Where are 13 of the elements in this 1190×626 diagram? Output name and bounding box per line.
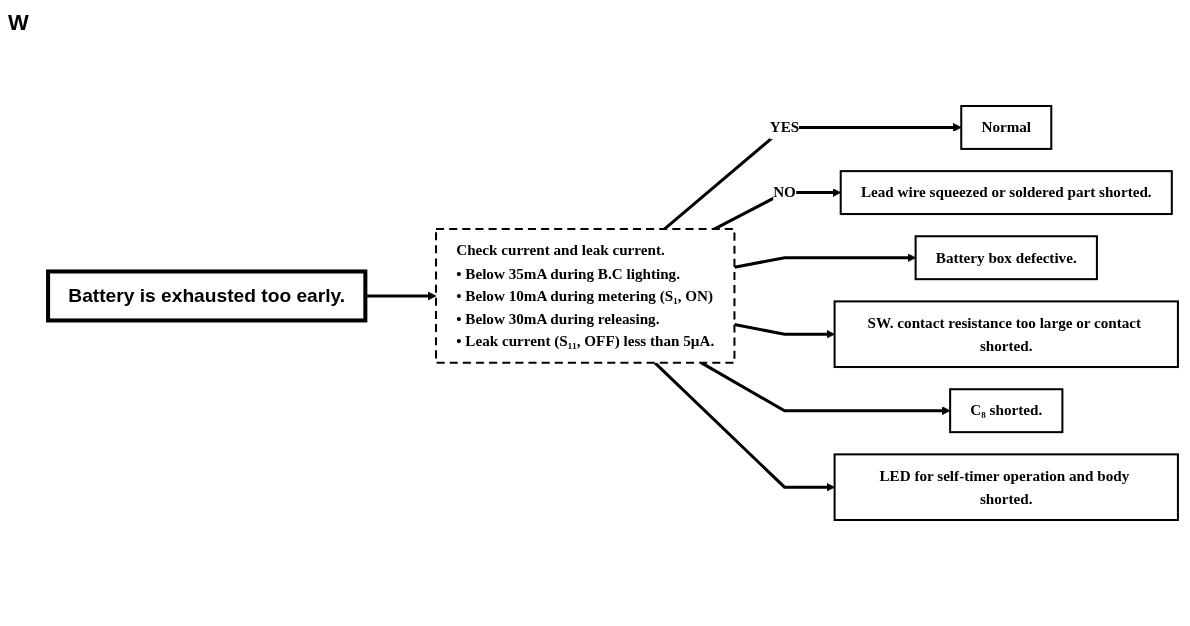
section-letter: W (8, 10, 29, 36)
node-box: C₈ shorted. (949, 388, 1064, 434)
arrow (734, 253, 916, 269)
edge-label: NO (773, 184, 796, 201)
node-box: Battery is exhausted too early. (46, 269, 368, 323)
node-box: SW. contact resistance too large or contact shorted. (833, 300, 1179, 369)
node-box: Lead wire squeezed or soldered part shorted. (839, 170, 1173, 216)
edge-label: YES (769, 119, 800, 136)
node-box: Check current and leak current. • Below 35mA during B.C lighting. • Below 10mA during metering (S₁, ON) • Below 30mA during releasing. • Leak current (S₁₁, OFF) less than 5µA. (435, 228, 736, 364)
node-box: Battery box defective. (914, 235, 1098, 281)
node-box: LED for self-timer operation and body shorted. (833, 453, 1179, 521)
arrow (734, 323, 835, 339)
node-box: Normal (960, 105, 1053, 150)
